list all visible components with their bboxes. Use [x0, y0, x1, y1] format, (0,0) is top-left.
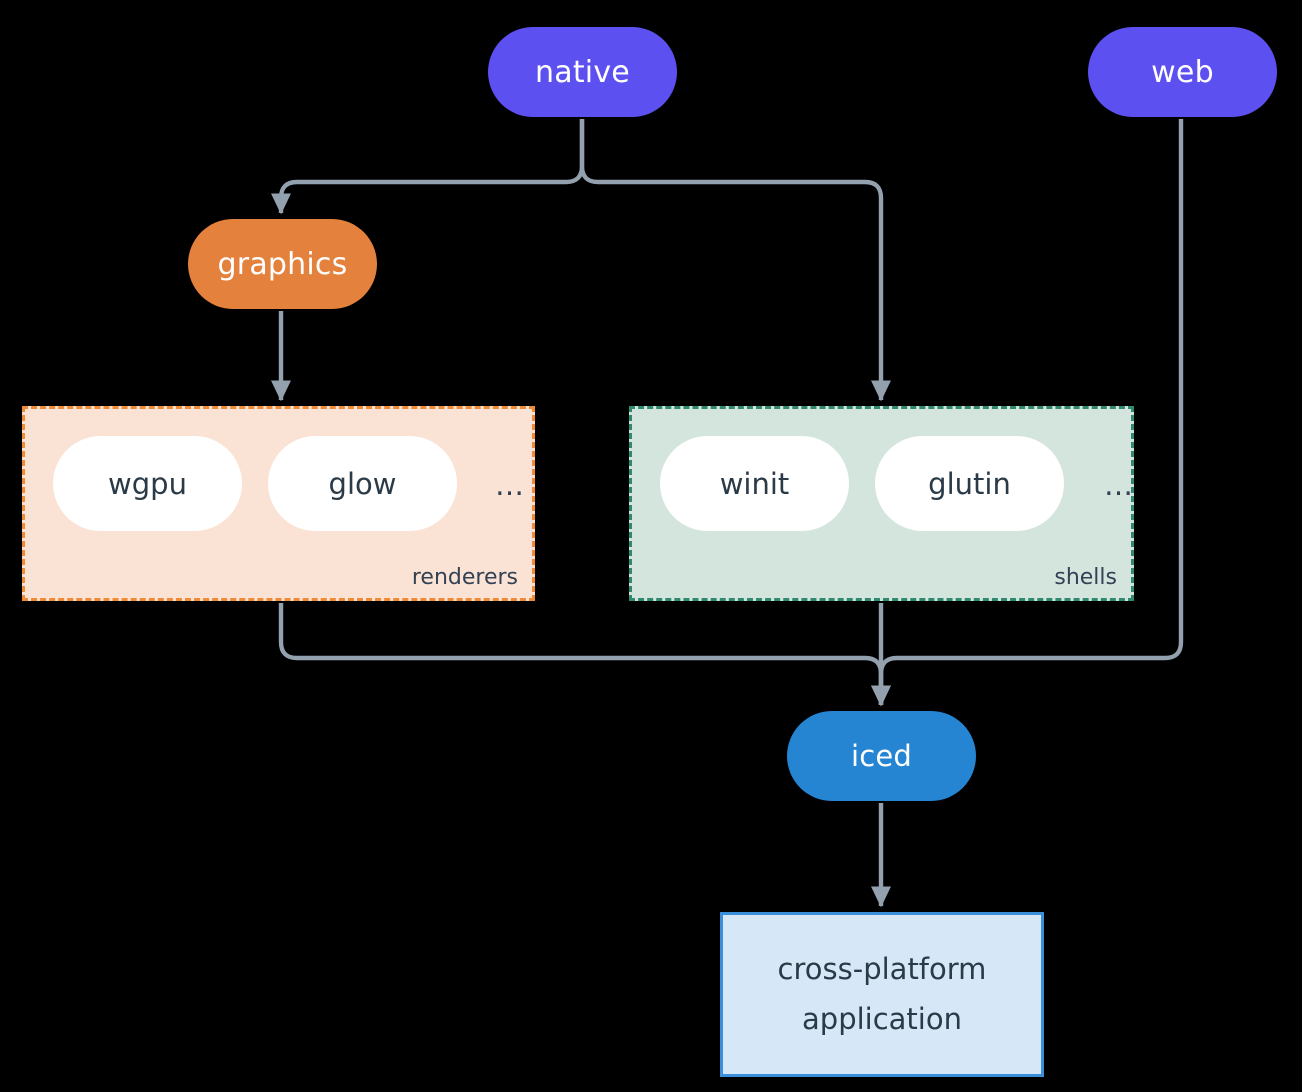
node-native-label: native: [535, 54, 630, 90]
pill-winit-label: winit: [719, 466, 790, 501]
node-native[interactable]: native: [488, 27, 677, 117]
node-iced-label: iced: [850, 739, 913, 773]
pill-glow-label: glow: [328, 466, 397, 501]
pill-glutin[interactable]: glutin: [875, 436, 1064, 531]
group-renderers: wgpu glow … renderers: [22, 406, 535, 601]
node-web-label: web: [1151, 54, 1214, 90]
node-web[interactable]: web: [1088, 27, 1277, 117]
group-shells: winit glutin … shells: [629, 406, 1134, 601]
renderers-overflow-ellipsis: …: [495, 468, 524, 502]
pill-glutin-label: glutin: [928, 466, 1011, 501]
node-graphics[interactable]: graphics: [188, 219, 377, 309]
node-iced[interactable]: iced: [787, 711, 976, 801]
group-renderers-label: renderers: [411, 565, 518, 590]
application-label-line2: application: [802, 1001, 962, 1036]
pill-winit[interactable]: winit: [660, 436, 849, 531]
shells-overflow-ellipsis: …: [1104, 468, 1133, 502]
node-graphics-label: graphics: [217, 246, 348, 282]
edge-native-to-shells: [579, 119, 892, 402]
pill-wgpu[interactable]: wgpu: [53, 436, 242, 531]
group-shells-label: shells: [1054, 565, 1117, 590]
edge-native-to-graphics: [270, 119, 585, 215]
pill-glow[interactable]: glow: [268, 436, 457, 531]
pill-wgpu-label: wgpu: [108, 466, 187, 501]
edge-renderers-to-iced: [278, 603, 892, 707]
application-label-line1: cross-platform: [777, 951, 987, 986]
node-cross-platform-application[interactable]: cross-platform application: [720, 912, 1044, 1077]
